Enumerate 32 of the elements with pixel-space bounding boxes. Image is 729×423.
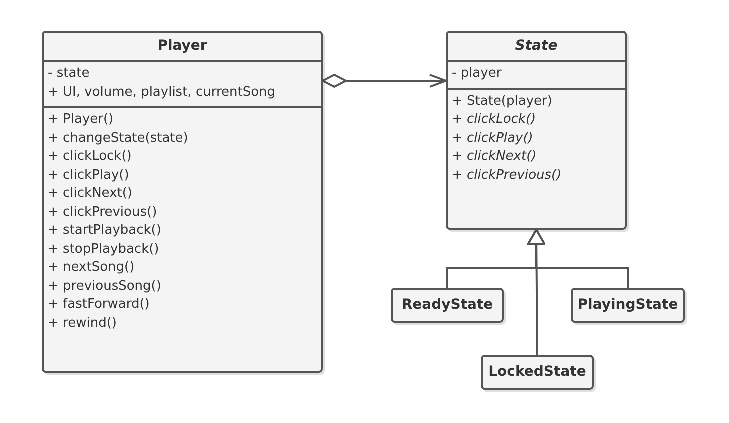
member-text: + clickPlay() xyxy=(48,166,130,184)
member-text: + State(player) xyxy=(452,92,554,110)
member-text: + clickLock() xyxy=(48,148,133,166)
member-text: + clickPrevious() xyxy=(48,204,158,222)
member-text: + Player() xyxy=(48,111,115,129)
class-box xyxy=(391,288,504,323)
class-name: LockedState xyxy=(488,363,586,382)
member-text: + rewind() xyxy=(48,314,118,332)
member-text: + clickLock() xyxy=(452,111,538,129)
class-box xyxy=(571,288,685,323)
member-text: + clickPrevious() xyxy=(452,166,563,184)
class-name: ReadyState xyxy=(402,296,494,315)
inheritance-arrow xyxy=(528,229,546,355)
class-name: State xyxy=(514,37,559,56)
member-text: - player xyxy=(452,65,503,83)
class-name: Player xyxy=(156,37,208,56)
member-text: + UI, volume, playlist, currentSong xyxy=(48,84,277,102)
member-text: + nextSong() xyxy=(48,259,136,277)
member-text: - state xyxy=(48,65,91,83)
class-name: PlayingState xyxy=(578,296,678,315)
member-text: + changeState(state) xyxy=(48,130,190,148)
class-box xyxy=(446,31,627,230)
member-text: + clickPlay() xyxy=(452,130,534,148)
member-text: + clickNext() xyxy=(452,148,538,166)
member-text: + fastForward() xyxy=(48,296,151,314)
class-box xyxy=(481,355,594,390)
member-text: + clickNext() xyxy=(48,185,134,203)
class-box xyxy=(42,31,323,373)
member-text: + startPlayback() xyxy=(48,222,162,240)
member-text: + stopPlayback() xyxy=(48,240,160,258)
aggregation-arrow xyxy=(322,74,447,88)
member-text: + previousSong() xyxy=(48,278,162,296)
